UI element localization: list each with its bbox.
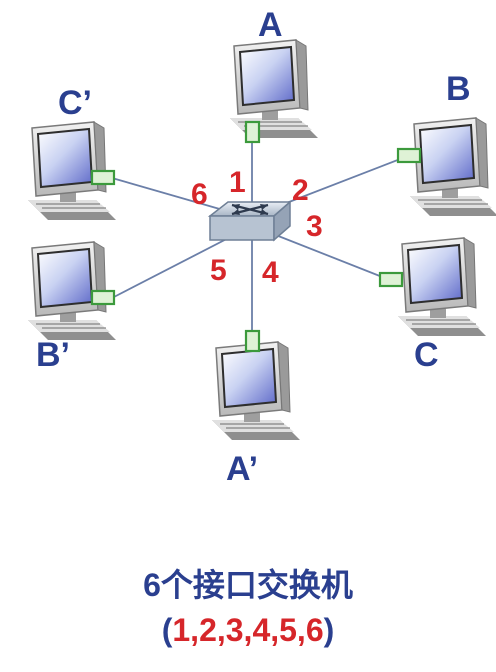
network-diagram xyxy=(27,39,496,441)
link-c xyxy=(257,227,391,281)
adapter-c-prime-icon xyxy=(90,169,116,186)
port-label-5: 5 xyxy=(210,254,227,287)
host-label-b: B xyxy=(446,70,471,108)
computer-b-icon xyxy=(409,117,496,217)
computer-a-icon xyxy=(229,39,319,139)
caption-title-text: 个接口交换机 xyxy=(160,567,353,603)
host-label-c: C xyxy=(414,336,439,374)
host-label-a-prime: A’ xyxy=(226,450,259,488)
adapter-b-icon xyxy=(396,147,422,164)
adapter-a-prime-icon xyxy=(244,329,261,353)
adapter-a-icon xyxy=(244,120,261,144)
host-label-a: A xyxy=(258,6,283,44)
caption-port-count: 6 xyxy=(143,567,161,603)
computer-a-prime-icon xyxy=(211,341,301,441)
port-label-2: 2 xyxy=(292,174,309,207)
host-label-b-prime: B’ xyxy=(36,336,70,374)
caption-port-list: (1,2,3,4,5,6) xyxy=(0,612,496,649)
port-label-4: 4 xyxy=(262,256,279,289)
switch-icon xyxy=(207,200,292,242)
adapter-b-prime-icon xyxy=(90,289,116,306)
adapter-c-icon xyxy=(378,271,404,288)
host-label-c-prime: C’ xyxy=(58,84,92,122)
link-b-prime xyxy=(111,229,245,299)
caption-title: 6个接口交换机 xyxy=(0,560,496,606)
port-label-6: 6 xyxy=(191,178,208,211)
port-label-1: 1 xyxy=(229,166,246,199)
caption-close-paren: ) xyxy=(323,612,335,648)
caption-open-paren: ( xyxy=(161,612,173,648)
caption-ports-text: 1,2,3,4,5,6 xyxy=(172,612,324,648)
port-label-3: 3 xyxy=(306,210,323,243)
computer-c-icon xyxy=(397,237,487,337)
